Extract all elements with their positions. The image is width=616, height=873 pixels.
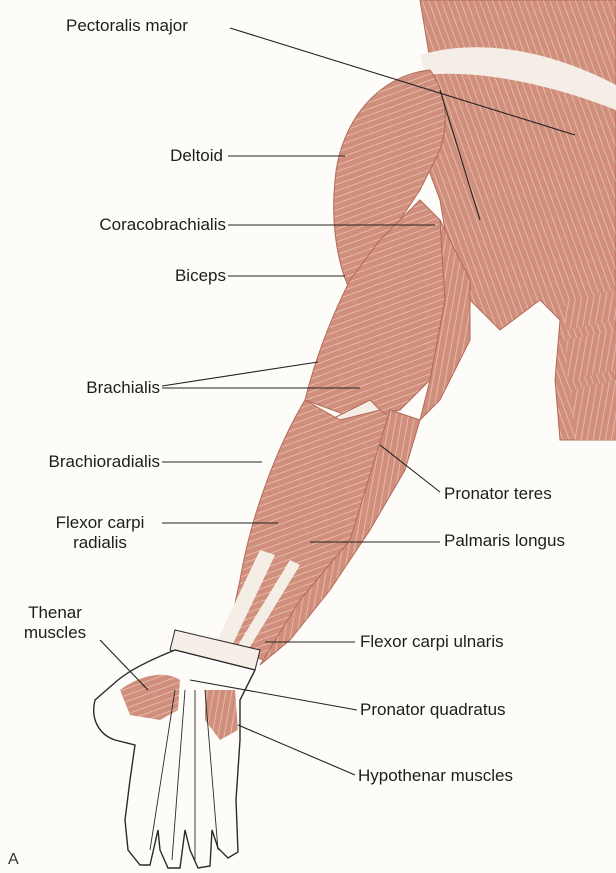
- label-coracobrachialis: Coracobrachialis: [99, 215, 226, 235]
- label-palmaris-longus: Palmaris longus: [444, 531, 565, 551]
- leader-brachialis-1: [162, 362, 318, 386]
- label-thenar-muscles: Thenar muscles: [0, 603, 110, 643]
- label-brachioradialis: Brachioradialis: [49, 452, 161, 472]
- label-flexor-carpi-radialis-line2: radialis: [40, 533, 160, 553]
- serratus-band-3: [570, 380, 616, 440]
- label-biceps: Biceps: [175, 266, 226, 286]
- label-thenar-muscles-line2: muscles: [0, 623, 110, 643]
- label-thenar-muscles-line1: Thenar: [0, 603, 110, 623]
- label-pronator-teres: Pronator teres: [444, 484, 552, 504]
- label-flexor-carpi-radialis: Flexor carpi radialis: [40, 513, 160, 553]
- label-flexor-carpi-radialis-line1: Flexor carpi: [40, 513, 160, 533]
- label-pronator-quadratus: Pronator quadratus: [360, 700, 506, 720]
- label-flexor-carpi-ulnaris: Flexor carpi ulnaris: [360, 632, 504, 652]
- label-hypothenar-muscles: Hypothenar muscles: [358, 766, 513, 786]
- label-brachialis: Brachialis: [86, 378, 160, 398]
- figure-panel-letter: A: [8, 850, 19, 870]
- leader-hypothenar: [238, 725, 355, 775]
- label-deltoid: Deltoid: [170, 146, 223, 166]
- label-pectoralis-major: Pectoralis major: [66, 16, 188, 36]
